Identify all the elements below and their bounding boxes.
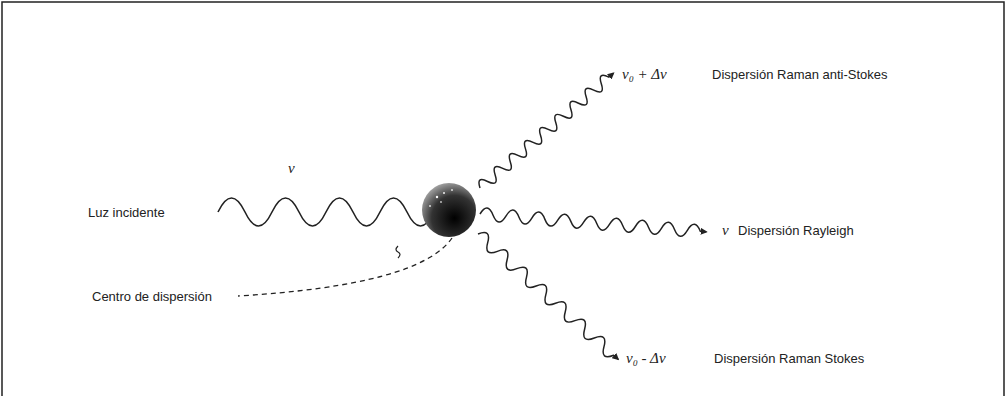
scattering-label: Dispersión Raman Stokes bbox=[714, 351, 864, 367]
squiggle-mark bbox=[396, 246, 400, 258]
leader-line bbox=[238, 238, 452, 296]
scattering-center bbox=[422, 183, 476, 237]
scattering-label: Dispersión Raman anti-Stokes bbox=[712, 67, 888, 83]
center-label: Centro de dispersión bbox=[92, 289, 212, 305]
frequency-symbol: ν bbox=[288, 160, 295, 176]
stokes-wave bbox=[474, 229, 623, 364]
incident-wave bbox=[218, 198, 440, 226]
frequency-symbol: ν₀ + Δν bbox=[622, 66, 667, 82]
anti-stokes-wave bbox=[476, 69, 617, 193]
frequency-symbol: ν bbox=[722, 222, 729, 238]
incident-light-label: Luz incidente bbox=[88, 205, 165, 221]
rayleigh-wave bbox=[479, 208, 706, 239]
frequency-symbol: ν₀ - Δν bbox=[626, 350, 666, 366]
scattering-label: Dispersión Rayleigh bbox=[738, 223, 854, 239]
